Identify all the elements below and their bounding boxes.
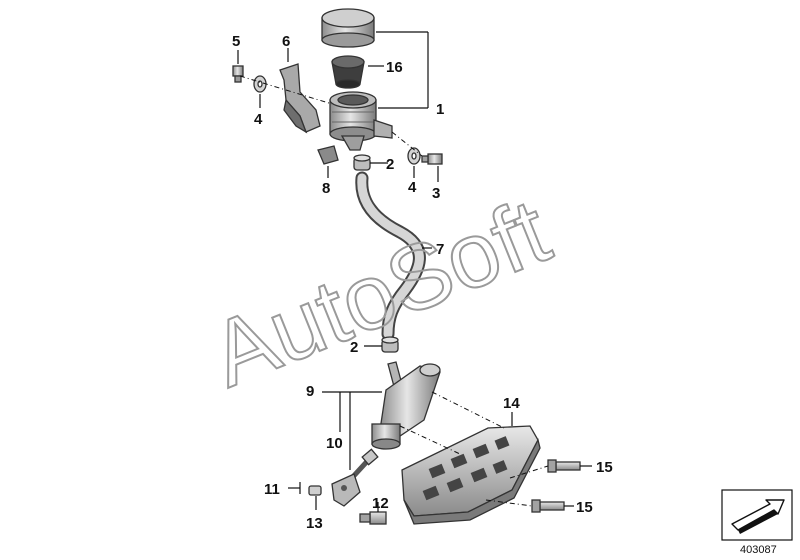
leader-lines [237,31,592,512]
heel-guard-plate [401,425,541,525]
clip-8 [317,145,339,165]
reference-number: 403087 [740,544,777,556]
callout-10: 10 [326,435,343,452]
hose-7 [355,171,426,341]
callout-1: 1 [436,101,444,118]
callout-9: 9 [306,383,314,400]
callouts: 1 16 2 3 4 4 5 6 7 8 2 9 10 11 12 13 14 … [232,33,613,532]
callout-16: 16 [386,59,403,76]
callout-6: 6 [282,33,290,50]
bolt-3 [421,153,443,165]
callout-4-right: 4 [408,179,417,196]
callout-3: 3 [432,185,440,202]
reservoir-diaphragm [331,55,365,89]
hose-clamp-top [353,154,371,171]
callout-12: 12 [372,495,389,512]
bracket [279,63,321,134]
washer-4-left [253,75,267,93]
callout-11: 11 [264,481,280,498]
callout-2-top: 2 [386,156,394,173]
callout-15-upper: 15 [596,459,613,476]
hose-clamp-bottom [381,336,399,353]
bolt-15-upper [547,459,581,473]
callout-14: 14 [503,395,520,412]
callout-2-bottom: 2 [350,339,358,356]
bolt-5 [232,65,244,83]
callout-5: 5 [232,33,240,50]
master-cylinder [371,361,441,450]
callout-15-lower: 15 [576,499,593,516]
reservoir-body [329,91,393,151]
callout-8: 8 [322,180,330,197]
pin-11 [308,485,322,496]
bolt-12 [359,511,387,525]
reservoir-cap [321,8,375,48]
callout-4-left: 4 [254,111,263,128]
callout-13: 13 [306,515,323,532]
clevis-13 [331,473,361,507]
arrow-icon [721,489,793,541]
callout-7: 7 [436,241,444,258]
bolt-15-lower [531,499,565,513]
washer-4-right [407,147,421,165]
